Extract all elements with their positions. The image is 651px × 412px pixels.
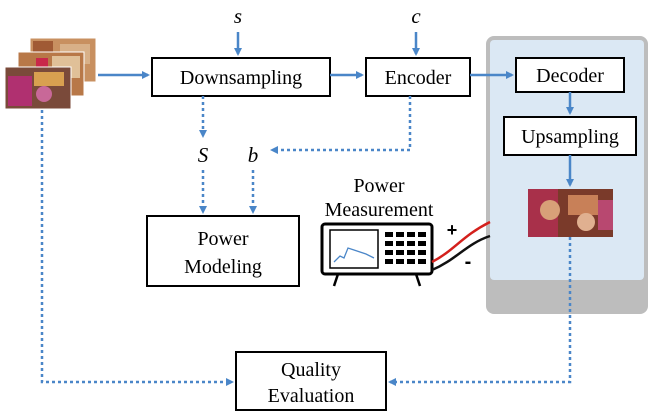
- dotted-encoder-to-b: [270, 96, 412, 154]
- decoder-label: Decoder: [536, 65, 604, 87]
- decoded-frame-icon: [528, 189, 613, 237]
- power-modeling-label-line2: Modeling: [184, 256, 262, 278]
- upsampling-label: Upsampling: [521, 126, 619, 148]
- quality-evaluation-box: [235, 351, 387, 411]
- variable-b: b: [248, 143, 259, 167]
- solid-arrows: [98, 32, 574, 187]
- dotted-arrows: [40, 96, 572, 386]
- power-modeling-box: [146, 215, 300, 287]
- black-wire: [431, 234, 491, 272]
- variable-S: S: [198, 143, 209, 167]
- encoder-box: [365, 57, 471, 97]
- quality-evaluation-label-line2: Evaluation: [268, 385, 355, 407]
- decoder-box: [515, 57, 625, 93]
- downsampling-label: Downsampling: [180, 67, 302, 89]
- video-frames-icon: [4, 37, 97, 110]
- power-measurement-label-line1: Power: [353, 175, 404, 197]
- dotted-frame-to-quality: [388, 237, 572, 386]
- power-meter-icon: [320, 222, 434, 287]
- upsampling-box: [503, 116, 637, 156]
- power-modeling-label-line1: Power: [197, 228, 248, 250]
- dotted-frames-to-quality: [40, 110, 234, 386]
- power-measurement-label-line2: Measurement: [325, 199, 434, 221]
- variable-c: c: [411, 4, 421, 28]
- variable-s: s: [234, 4, 242, 28]
- encoder-label: Encoder: [385, 67, 452, 89]
- red-wire: [431, 220, 491, 264]
- quality-evaluation-label-line1: Quality: [281, 359, 341, 381]
- minus-sign: -: [465, 251, 472, 273]
- plus-sign: +: [447, 220, 458, 240]
- downsampling-box: [151, 57, 331, 97]
